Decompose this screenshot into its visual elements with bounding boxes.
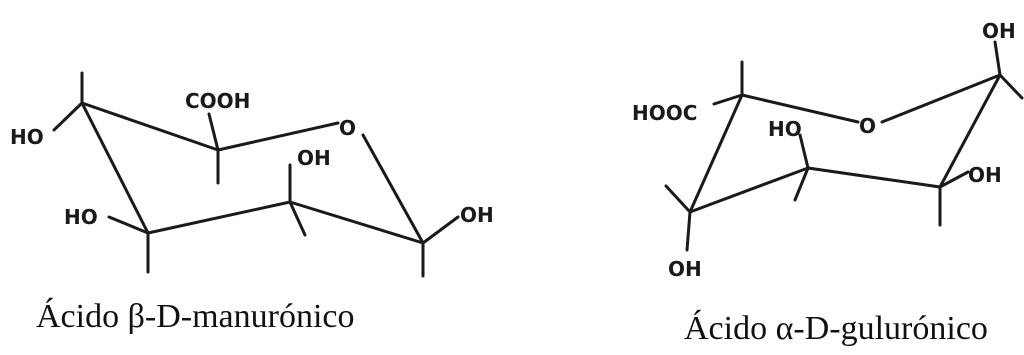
caption-mannuronic-acid: Ácido β-D-manurónico	[36, 298, 355, 335]
label-cooh: COOH	[185, 89, 250, 113]
ring-bond-c5-o	[216, 121, 340, 152]
ring-bond-c2-c3	[806, 166, 942, 189]
ring-bond-c5-o	[740, 93, 860, 124]
label-oh-bottom: OH	[668, 257, 702, 281]
ring-bond-c3-c4	[688, 166, 810, 214]
bond-c5-hooc	[712, 93, 744, 106]
bond-c3-down	[793, 166, 810, 202]
bond-c3-ho	[107, 215, 150, 235]
ring-bond-o-c1	[361, 133, 425, 245]
guluronic-acid-structure: OH HOOC O HO OH OH	[632, 19, 1024, 281]
bond-c1-oh	[993, 40, 1002, 77]
mannuronic-acid-structure: COOH O OH OH HO HO	[10, 71, 494, 278]
bond-c4-left	[664, 184, 692, 214]
ring-bond-c4-c5	[688, 93, 744, 214]
label-ho-c4: HO	[10, 125, 44, 149]
ring-bond-o-c1	[880, 73, 1002, 124]
label-oh-c2: OH	[968, 163, 1002, 187]
label-oh-top: OH	[982, 19, 1016, 43]
bond-c4-ho	[52, 101, 84, 132]
bond-c5-cooh	[207, 112, 220, 152]
label-hooc: HOOC	[632, 101, 697, 125]
bond-c2-down	[288, 200, 307, 237]
ring-bond-c3-c4	[80, 101, 150, 235]
label-ho-c3: HO	[768, 117, 802, 141]
ring-bond-c2-c3	[146, 200, 292, 235]
ring-bond-c1-c2	[288, 200, 425, 245]
label-oh-c2: OH	[297, 146, 331, 170]
bond-c4-oh	[685, 210, 692, 252]
label-ho-c3: HO	[64, 205, 98, 229]
bond-c3-ho	[798, 133, 810, 170]
label-oh-c1: OH	[460, 203, 494, 227]
caption-guluronic-acid: Ácido α-D-gulurónico	[684, 310, 988, 347]
bond-c1-right	[998, 73, 1024, 100]
bond-c1-oh	[421, 215, 460, 245]
ring-bond-c1-c2	[938, 73, 1002, 189]
ring-bond-c4-c5	[80, 101, 220, 152]
label-ring-oxygen: O	[339, 116, 356, 140]
bond-c2-oh	[938, 170, 970, 189]
label-ring-oxygen: O	[859, 114, 876, 138]
